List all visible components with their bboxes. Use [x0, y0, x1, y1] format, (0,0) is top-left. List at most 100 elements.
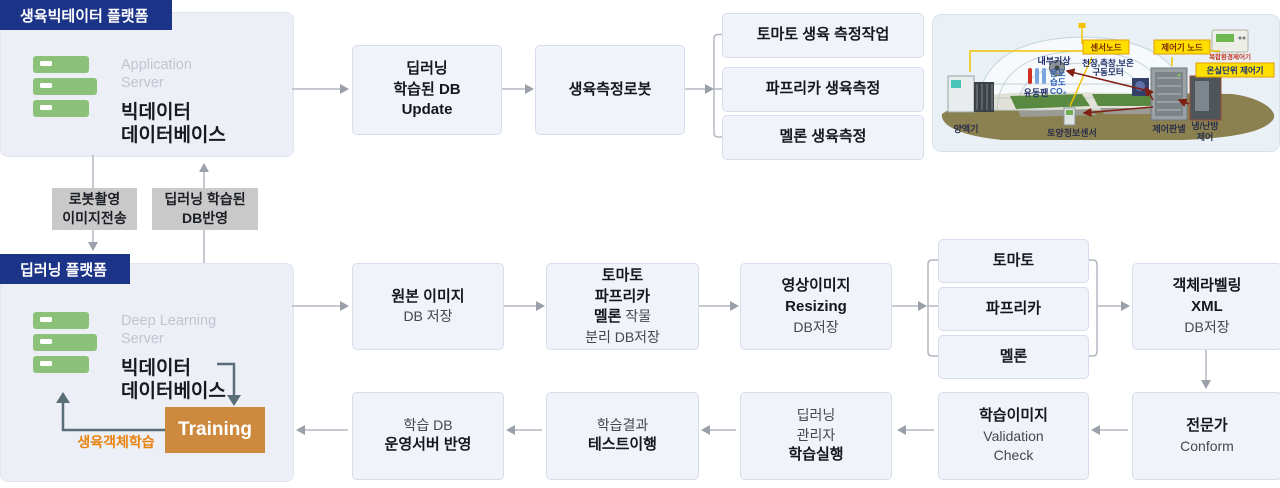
test-line2: 테스트이행 — [587, 436, 657, 454]
crop-split-db-box: 토마토 파프리카 멜론 작물 분리 DB저장 — [546, 263, 699, 350]
deep-db-line1: 빅데이터 — [121, 358, 191, 380]
task-tomato-box: 토마토 생육 측정작업 — [722, 13, 924, 58]
crop-tomato-label: 토마토 — [992, 251, 1035, 269]
conform-line1: 전문가 — [1186, 417, 1228, 434]
resize-line2: Resizing — [785, 297, 847, 315]
update-line3: Update — [401, 101, 453, 119]
learningrun-line1: 딥러닝 — [796, 407, 836, 424]
image-resizing-db-box: 영상이미지 Resizing DB저장 — [740, 263, 892, 350]
resize-line1: 영상이미지 — [781, 277, 851, 295]
validation-line2: Validation — [983, 428, 1044, 445]
unit-controller-label-box — [1195, 62, 1275, 78]
temp-label: 온도 — [1050, 68, 1066, 78]
split-line3-reg: 작물 — [621, 308, 652, 325]
device-label: 복합환경제어기 — [1209, 52, 1251, 61]
control-panel-label: 제어판넬 — [1152, 123, 1185, 134]
motor-label-line1: 천장,측창,보온 — [1082, 58, 1134, 68]
crop-melon-box: 멜론 — [938, 335, 1089, 379]
server-icon — [33, 312, 97, 379]
split-line1: 토마토 — [601, 266, 644, 284]
validation-check-box: 학습이미지 Validation Check — [938, 392, 1089, 480]
split-line3-bold: 멜론 — [593, 308, 622, 326]
conform-line2: Conform — [1180, 437, 1234, 454]
deep-learning-platform-tag-label: 딥러닝 플랫폼 — [20, 261, 107, 279]
nutrient-label: 양액기 — [954, 123, 979, 134]
environment-controller-device — [1211, 29, 1249, 53]
trained-db-update-box: 딥러닝 학습된 DB Update — [352, 45, 502, 135]
deploy-db-box: 학습 DB 운영서버 반영 — [352, 392, 504, 480]
fan-label: 유동팬 — [1024, 87, 1049, 98]
circulation-fan — [1049, 60, 1065, 76]
deep-server-type-line1: Deep Learning — [121, 313, 217, 329]
split-line2: 파프리카 — [594, 287, 651, 305]
thermometer-icons — [1028, 68, 1046, 84]
task-melon-box: 멜론 생육측정 — [722, 115, 924, 160]
bigdata-db-line2: 데이터베이스 — [121, 125, 226, 147]
sensor-node-label-box — [1082, 39, 1130, 55]
bigdata-platform-tag: 생육빅테이터 플랫폼 — [0, 0, 172, 30]
update-line2: 학습된 DB — [393, 80, 461, 98]
learning-run-box: 딥러닝 관리자 학습실행 — [740, 392, 892, 480]
training-label: Training — [178, 419, 252, 440]
controller-node-label-box — [1153, 39, 1211, 55]
object-labeling-xml-box: 객체라벨링 XML DB저장 — [1132, 263, 1280, 350]
robot-image-transfer-box: 로봇촬영 이미지전송 — [52, 188, 137, 230]
task-paprika-box: 파프리카 생육측정 — [722, 67, 924, 112]
greenhouse-illustration: 복합환경제어기 센서노드 제어기 노드 온실단위 — [932, 14, 1280, 152]
origin-line1: 원본 이미지 — [391, 287, 465, 305]
original-image-db-box: 원본 이미지 DB 저장 — [352, 263, 504, 350]
robot-label: 생육측정로봇 — [568, 80, 652, 98]
crop-melon-label: 멜론 — [999, 347, 1028, 365]
controller-node-label: 제어기 노드 — [1161, 43, 1203, 53]
motor-label-line2: 구동모터 — [1092, 67, 1123, 77]
test-result-box: 학습결과 테스트이행 — [546, 392, 699, 480]
update-line1: 딥러닝 — [406, 59, 448, 77]
control-panel-image — [1150, 67, 1188, 121]
robot-image-transfer-line1: 로봇촬영 — [68, 191, 121, 208]
trained-db-apply-line2: DB반영 — [182, 210, 228, 226]
deep-learning-server-block: Deep Learning Server 빅데이터 데이터베이스 — [33, 312, 226, 404]
soil-sensor — [1063, 107, 1076, 126]
resize-line3: DB저장 — [793, 318, 839, 335]
humidity-label: 습도 — [1050, 77, 1066, 87]
internal-weather-label: 내부기상 — [1037, 55, 1071, 66]
bigdata-server-block: Application Server 빅데이터 데이터베이스 — [33, 56, 226, 148]
task-tomato-label: 토마토 생육 측정작업 — [756, 26, 890, 44]
task-melon-label: 멜론 생육측정 — [779, 128, 867, 146]
crop-tomato-box: 토마토 — [938, 239, 1089, 283]
crop-paprika-label: 파프리카 — [985, 299, 1042, 317]
bigdata-db-line1: 빅데이터 — [121, 102, 191, 124]
deep-db-line2: 데이터베이스 — [121, 381, 226, 403]
bigdata-platform-tag-label: 생육빅테이터 플랫폼 — [20, 7, 149, 25]
soil-sensor-label: 토양정보센서 — [1047, 127, 1097, 138]
hvac-photo — [1189, 75, 1222, 121]
server-icon — [33, 56, 97, 123]
validation-line3: Check — [993, 447, 1034, 464]
sensor-node-label: 센서노드 — [1090, 43, 1121, 53]
test-line1: 학습결과 — [596, 417, 649, 433]
training-box: Training — [165, 407, 265, 453]
crop-paprika-box: 파프리카 — [938, 287, 1089, 331]
hvac-label-line1: 냉/난방 — [1191, 120, 1219, 131]
hvac-label-line2: 제어 — [1197, 131, 1214, 142]
deep-learning-platform-tag: 딥러닝 플랫폼 — [0, 254, 130, 284]
co2-label: CO₂ — [1050, 86, 1067, 96]
origin-line2: DB 저장 — [403, 308, 453, 325]
task-paprika-label: 파프리카 생육측정 — [765, 80, 881, 98]
bigdata-server-type-line1: Application — [121, 57, 192, 73]
robot-image-transfer-line2: 이미지전송 — [62, 210, 127, 226]
trained-db-apply-box: 딥러닝 학습된 DB반영 — [152, 188, 258, 230]
split-line4: 분리 DB저장 — [585, 328, 660, 345]
deploy-line1: 학습 DB — [403, 417, 453, 433]
growth-object-learning-label: 생육객체학습 — [77, 434, 155, 450]
labeling-line1: 객체라벨링 — [1172, 277, 1242, 295]
labeling-line3: DB저장 — [1184, 318, 1230, 335]
expert-conform-box: 전문가 Conform — [1132, 392, 1280, 480]
unit-controller-label: 온실단위 제어기 — [1206, 66, 1263, 76]
growth-measure-robot-box: 생육측정로봇 — [535, 45, 685, 135]
deep-server-type-line2: Server — [121, 331, 164, 348]
learningrun-line2: 관리자 — [796, 426, 836, 443]
learningrun-line3: 학습실행 — [788, 445, 844, 463]
validation-line1: 학습이미지 — [978, 407, 1048, 425]
